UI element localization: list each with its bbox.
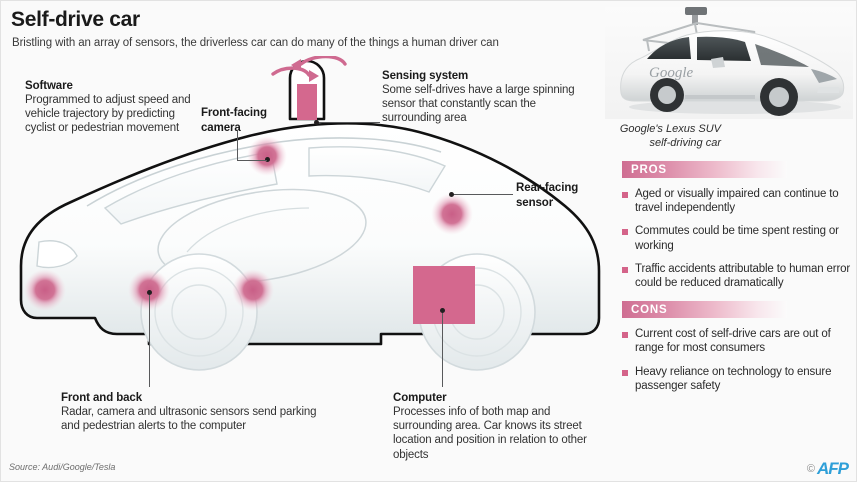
- roof-camera-sensor-glow: [247, 136, 287, 176]
- callout-front-and-back-title: Front and back: [61, 392, 143, 404]
- list-item: Heavy reliance on technology to ensure p…: [613, 365, 853, 393]
- pros-list: Aged or visually impaired can continue t…: [613, 187, 853, 290]
- self-drive-car-illustration: [19, 56, 601, 371]
- callout-sensing-system-title: Sensing system: [382, 70, 469, 82]
- mid-body-sensor-glow: [232, 269, 274, 311]
- pros-cons-panel: PROS Aged or visually impaired can conti…: [613, 161, 853, 402]
- callout-software-title: Software: [25, 80, 73, 92]
- cons-header-bar: CONS: [622, 301, 787, 319]
- list-item: Traffic accidents attributable to human …: [613, 262, 853, 290]
- page-subtitle: Bristling with an array of sensors, the …: [12, 37, 499, 49]
- pros-item-text: Commutes could be time spent resting or …: [635, 225, 839, 252]
- leader-front-and-back: [149, 293, 150, 387]
- anchor-computer: [440, 308, 445, 313]
- photo-caption-line2: self-driving car: [649, 136, 721, 149]
- pros-header-bar: PROS: [622, 161, 787, 178]
- cons-label: CONS: [631, 303, 668, 316]
- afp-logo: © AFP: [806, 459, 849, 479]
- source-credit: Source: Audi/Google/Tesla: [9, 462, 116, 472]
- lidar-dome: [685, 7, 707, 15]
- callout-front-facing-camera: Front-facing camera: [201, 106, 291, 135]
- pros-label: PROS: [631, 163, 667, 176]
- anchor-front-and-back: [147, 290, 152, 295]
- leader-sensing-system: [318, 122, 380, 123]
- list-item: Current cost of self-drive cars are out …: [613, 327, 853, 355]
- computer-module: [413, 266, 475, 324]
- spinning-arrow-heads: [291, 59, 319, 82]
- google-lexus-photo: Google: [605, 7, 853, 119]
- rear-window-sensor-glow: [431, 193, 473, 235]
- callout-rear-facing-sensor-title: Rear-facing sensor: [516, 182, 579, 209]
- svg-text:Google: Google: [649, 65, 694, 81]
- bullet-square-icon: [622, 192, 628, 198]
- leader-computer: [442, 311, 443, 387]
- callout-computer-body: Processes info of both map and surroundi…: [393, 406, 587, 461]
- roof-sensor-lens: [297, 84, 317, 120]
- callout-software: Software Programmed to adjust speed and …: [25, 79, 200, 136]
- bullet-square-icon: [622, 369, 628, 376]
- car-door-crease: [186, 207, 310, 253]
- car-rear-window: [308, 146, 447, 193]
- bullet-square-icon: [622, 266, 628, 273]
- front-bumper-sensor-glow: [24, 269, 66, 311]
- leader-front-camera: [237, 131, 238, 161]
- afp-wordmark: AFP: [817, 459, 849, 478]
- anchor-rear-sensor: [449, 192, 454, 197]
- leader-front-camera-h: [237, 160, 267, 161]
- cons-item-text: Current cost of self-drive cars are out …: [635, 328, 831, 355]
- anchor-sensing-system: [314, 120, 319, 125]
- car-front-wheel: [140, 253, 258, 371]
- callout-computer-title: Computer: [393, 392, 447, 404]
- anchor-front-camera: [265, 157, 270, 162]
- page-title: Self-drive car: [11, 8, 140, 31]
- copyright-symbol: ©: [806, 463, 815, 475]
- list-item: Aged or visually impaired can continue t…: [613, 187, 853, 215]
- photo-caption: Google's Lexus SUV self-driving car: [561, 123, 721, 150]
- photo-caption-line1: Google's Lexus SUV: [619, 123, 721, 135]
- callout-computer: Computer Processes info of both map and …: [393, 391, 608, 462]
- callout-front-facing-camera-title: Front-facing camera: [201, 107, 267, 134]
- lidar-mast: [692, 11, 698, 25]
- callout-software-body: Programmed to adjust speed and vehicle t…: [25, 94, 191, 135]
- list-item: Commutes could be time spent resting or …: [613, 224, 853, 252]
- spinning-arrows-icon: [271, 56, 347, 77]
- callout-front-and-back-body: Radar, camera and ultrasonic sensors sen…: [61, 406, 317, 433]
- bullet-square-icon: [622, 332, 628, 339]
- car-headlight: [36, 240, 78, 269]
- callout-sensing-system: Sensing system Some self-drives have a l…: [382, 69, 597, 126]
- callout-rear-facing-sensor: Rear-facing sensor: [516, 181, 616, 210]
- cons-item-text: Heavy reliance on technology to ensure p…: [635, 365, 832, 392]
- pros-item-text: Aged or visually impaired can continue t…: [635, 188, 839, 215]
- callout-sensing-system-body: Some self-drives have a large spinning s…: [382, 84, 575, 125]
- leader-rear-sensor: [453, 194, 513, 195]
- pros-item-text: Traffic accidents attributable to human …: [635, 262, 851, 290]
- callout-front-and-back: Front and back Radar, camera and ultraso…: [61, 391, 321, 433]
- cons-list: Current cost of self-drive cars are out …: [613, 327, 853, 393]
- bullet-square-icon: [622, 229, 628, 236]
